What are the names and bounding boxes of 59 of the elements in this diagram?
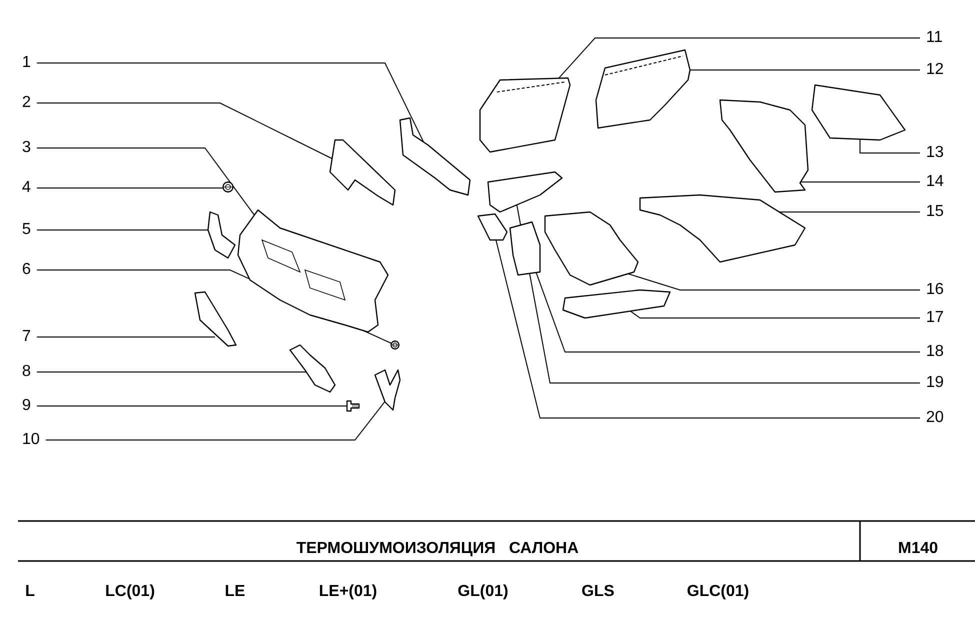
- callout-number: 8: [22, 363, 31, 381]
- variant-code: LC(01): [105, 583, 155, 601]
- callout-number: 11: [926, 29, 943, 47]
- bulkhead-insulation-drawing: [237, 209, 389, 333]
- leader-line: [628, 273, 920, 290]
- variant-code: GLS: [582, 583, 614, 601]
- leader-line: [630, 310, 920, 318]
- callout-number: 12: [926, 61, 944, 79]
- insulation-pad-drawing: [374, 369, 401, 411]
- leader-line: [536, 272, 920, 352]
- callout-number: 10: [22, 431, 40, 449]
- callout-number: 17: [926, 309, 944, 327]
- floor-mat-drawing: [562, 289, 671, 319]
- bolt-drawing: [346, 400, 360, 412]
- variant-code: LE+(01): [318, 583, 378, 601]
- callout-number: 4: [22, 179, 31, 197]
- callout-number: 6: [22, 261, 31, 279]
- callout-number: 16: [926, 281, 944, 299]
- callout-number: 20: [926, 409, 944, 427]
- plug-drawing: [222, 181, 234, 193]
- callout-number: 2: [22, 94, 31, 112]
- leader-line: [45, 401, 386, 440]
- sheet-code: M140: [898, 540, 938, 558]
- callout-number: 18: [926, 343, 944, 361]
- insulation-panel-drawing: [329, 139, 396, 206]
- callout-number: 7: [22, 328, 31, 346]
- variant-code: GLC(01): [686, 583, 750, 601]
- variant-code: L: [25, 583, 35, 601]
- variant-code: LE: [224, 583, 246, 601]
- leader-line: [495, 240, 920, 418]
- insulation-pad-drawing: [194, 291, 237, 347]
- leader-line: [36, 102, 333, 160]
- leader-line: [516, 204, 920, 384]
- door-insulation-drawing: [595, 49, 691, 129]
- leader-line: [860, 138, 920, 154]
- insulation-pad-drawing: [207, 211, 236, 259]
- door-insulation-drawing: [479, 77, 571, 153]
- floor-mat-drawing: [811, 84, 906, 141]
- variant-code: GL(01): [458, 583, 508, 601]
- callout-number: 13: [926, 144, 944, 162]
- callout-number: 15: [926, 203, 944, 221]
- leader-line: [36, 148, 255, 216]
- insulation-panel-drawing: [399, 117, 471, 196]
- leader-line: [558, 38, 920, 79]
- callout-number: 3: [22, 139, 31, 157]
- callout-number: 1: [22, 54, 31, 72]
- leader-line: [36, 62, 424, 143]
- insulation-sheet-drawing: [477, 213, 508, 241]
- callout-number: 5: [22, 221, 31, 239]
- callout-number: 9: [22, 397, 31, 415]
- floor-carpet-drawing: [544, 211, 639, 286]
- nut-drawing: [390, 340, 400, 350]
- bracket-drawing: [289, 344, 336, 393]
- callout-number: 14: [926, 173, 944, 191]
- floor-mat-drawing: [719, 99, 809, 193]
- callout-number: 19: [926, 374, 944, 392]
- floor-carpet-drawing: [639, 194, 806, 263]
- leader-line: [36, 336, 216, 338]
- table-title: ТЕРМОШУМОИЗОЛЯЦИЯ САЛОНА: [295, 540, 580, 558]
